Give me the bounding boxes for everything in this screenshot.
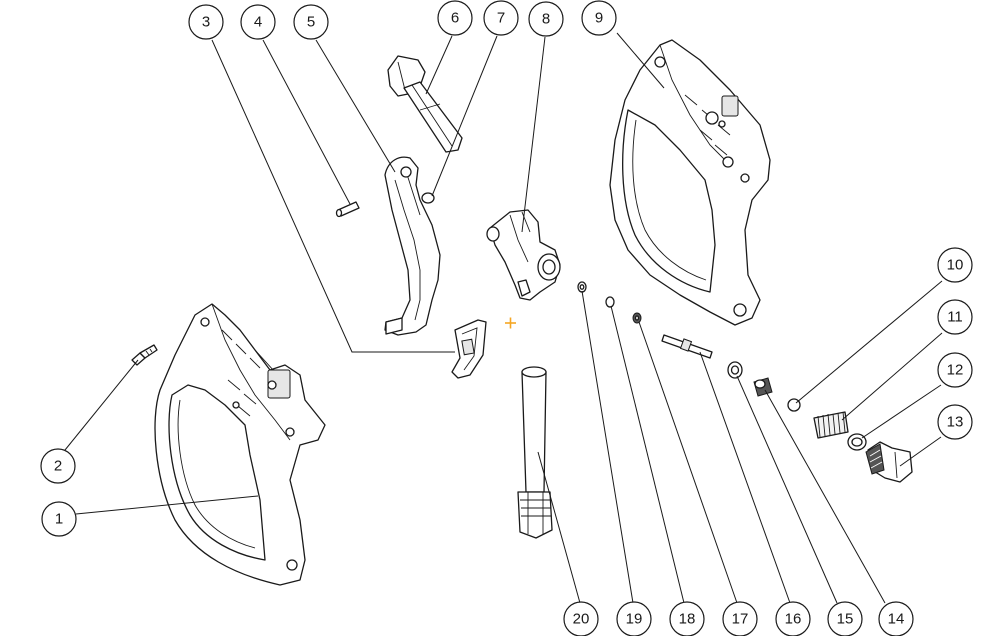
leader-20 [537,451,581,604]
callout-20: 20 [563,601,599,636]
callout-label-6: 6 [451,10,459,27]
callout-label-18: 18 [679,611,696,628]
part-6-bolt [387,55,463,153]
callout-1: 1 [41,501,77,537]
callout-14: 14 [878,601,914,636]
leader-9 [616,32,665,89]
callout-6: 6 [437,0,473,36]
callout-4: 4 [240,4,276,40]
leader-19 [581,290,634,604]
leader-5 [315,39,396,173]
part-18-washer [605,296,615,308]
leader-6 [425,35,453,95]
callout-label-19: 19 [626,611,643,628]
leader-11 [841,332,943,421]
callout-label-5: 5 [307,14,315,31]
callout-label-14: 14 [888,611,905,628]
callout-19: 19 [616,601,652,636]
part-13-plug [865,441,913,483]
leader-lines [64,32,943,604]
callout-3: 3 [188,4,224,40]
part-12-washer [847,433,867,451]
callout-16: 16 [775,601,811,636]
leader-17 [638,321,738,604]
callout-2: 2 [40,448,76,484]
part-5-lever [384,156,441,336]
callout-label-2: 2 [54,458,62,475]
leader-15 [736,375,838,604]
leader-8 [521,36,546,233]
callout-label-16: 16 [785,611,802,628]
leader-16 [699,351,791,604]
part-17-o-ring [632,312,642,324]
part-8-valve-body [486,209,561,301]
leader-3 [211,39,455,353]
part-14-small-spring [753,377,773,397]
callout-label-13: 13 [947,414,964,431]
part-11-spring [813,411,849,439]
leader-13 [899,436,942,467]
part-1-left-housing [154,303,326,586]
callout-label-3: 3 [202,14,210,31]
callout-15: 15 [827,601,863,636]
part-2-screw [131,344,158,366]
part-16-stem [661,334,713,359]
callout-9: 9 [581,0,617,36]
part-9-right-housing [609,39,771,326]
callout-5: 5 [293,4,329,40]
callout-label-10: 10 [947,257,964,274]
callout-label-11: 11 [947,309,963,326]
part-19-o-ring [577,281,587,293]
leader-2 [64,359,139,451]
leader-14 [764,389,886,604]
part-3-latch-clip [451,319,487,379]
callout-13: 13 [937,404,973,440]
leader-12 [861,384,942,439]
callout-7: 7 [483,0,519,36]
callout-label-9: 9 [595,10,603,27]
callout-label-20: 20 [573,611,590,628]
callout-label-1: 1 [55,511,63,528]
callout-12: 12 [937,352,973,388]
callout-label-7: 7 [497,10,505,27]
callout-10: 10 [937,247,973,283]
leader-1 [75,495,259,515]
part-7-ball [421,192,435,204]
part-20-tube [517,366,553,539]
callout-11: 11 [937,299,973,335]
callout-label-17: 17 [732,611,749,628]
callout-8: 8 [528,1,564,37]
leader-7 [431,35,498,197]
callout-label-8: 8 [542,11,550,28]
origin-marker [505,317,516,329]
callout-label-15: 15 [837,611,854,628]
callout-18: 18 [669,601,705,636]
callout-label-12: 12 [947,362,964,379]
leader-18 [610,305,685,604]
leader-4 [262,39,351,205]
leader-10 [795,280,943,404]
part-15-washer [727,361,743,379]
part-4-pin [335,201,360,218]
callout-label-4: 4 [254,14,262,31]
callout-17: 17 [722,601,758,636]
